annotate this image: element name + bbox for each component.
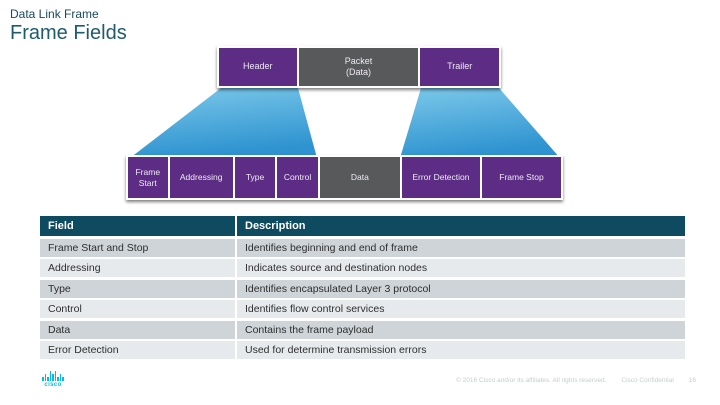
type-label: Type <box>245 172 265 183</box>
field-cell: Data <box>40 320 235 339</box>
field-cell: Error Detection <box>40 341 235 359</box>
addressing-label: Addressing <box>179 172 223 183</box>
fields-table: Field Description Frame Start and Stop I… <box>40 216 685 362</box>
confidential-text: Cisco Confidential <box>621 377 674 384</box>
table-row: Data Contains the frame payload <box>40 320 685 339</box>
column-header-field: Field <box>40 216 235 236</box>
description-cell: Identifies encapsulated Layer 3 protocol <box>237 279 685 298</box>
trailer-box: Trailer <box>420 48 499 86</box>
cisco-logo-icon <box>40 371 66 381</box>
control-box: Control <box>277 157 318 198</box>
description-cell: Indicates source and destination nodes <box>237 259 685 277</box>
cisco-logo: cisco <box>40 371 66 388</box>
field-cell: Control <box>40 300 235 318</box>
right-trapezoid <box>400 88 560 158</box>
packet-box-sublabel: (Data) <box>345 67 371 77</box>
control-label: Control <box>283 172 312 183</box>
field-cell: Type <box>40 279 235 298</box>
page-number: 16 <box>688 377 696 384</box>
field-cell: Addressing <box>40 259 235 277</box>
left-trapezoid <box>130 88 317 158</box>
frame-start-label: Frame Start <box>135 166 161 188</box>
footer: © 2016 Cisco and/or its affiliates. All … <box>456 377 696 384</box>
addressing-box: Addressing <box>169 157 233 198</box>
frame-start-box: Frame Start <box>128 157 168 198</box>
table-row: Error Detection Used for determine trans… <box>40 341 685 359</box>
title-block: Data Link Frame Frame Fields <box>10 7 127 45</box>
type-box: Type <box>234 157 276 198</box>
error-detection-label: Error Detection <box>412 172 470 183</box>
data-box: Data <box>319 157 400 198</box>
table-header-row: Field Description <box>40 216 685 236</box>
description-cell: Identifies beginning and end of frame <box>237 238 685 257</box>
data-label: Data <box>350 172 369 183</box>
copyright-text: © 2016 Cisco and/or its affiliates. All … <box>456 377 607 384</box>
error-detection-box: Error Detection <box>401 157 480 198</box>
description-cell: Contains the frame payload <box>237 320 685 339</box>
table-row: Addressing Indicates source and destinat… <box>40 259 685 277</box>
table-row: Type Identifies encapsulated Layer 3 pro… <box>40 279 685 298</box>
trailer-box-label: Trailer <box>447 61 473 72</box>
header-box-label: Header <box>243 61 273 72</box>
header-box: Header <box>219 48 297 86</box>
description-cell: Identifies flow control services <box>237 300 685 318</box>
page-title: Frame Fields <box>10 22 127 45</box>
cisco-logo-text: cisco <box>44 381 62 388</box>
table-row: Control Identifies flow control services <box>40 300 685 318</box>
packet-box-label: Packet <box>344 55 373 66</box>
field-cell: Frame Start and Stop <box>40 238 235 257</box>
frame-stop-box: Frame Stop <box>481 157 561 198</box>
frame-fields-row: Frame Start Addressing Type Control Data… <box>126 155 563 200</box>
table-row: Frame Start and Stop Identifies beginnin… <box>40 238 685 257</box>
column-header-description: Description <box>237 216 685 236</box>
frame-stop-label: Frame Stop <box>499 172 544 183</box>
description-cell: Used for determine transmission errors <box>237 341 685 359</box>
slide-kicker: Data Link Frame <box>10 7 99 21</box>
frame-top-row: Header Packet (Data) Trailer <box>217 46 501 88</box>
packet-data-box: Packet (Data) <box>298 48 419 86</box>
